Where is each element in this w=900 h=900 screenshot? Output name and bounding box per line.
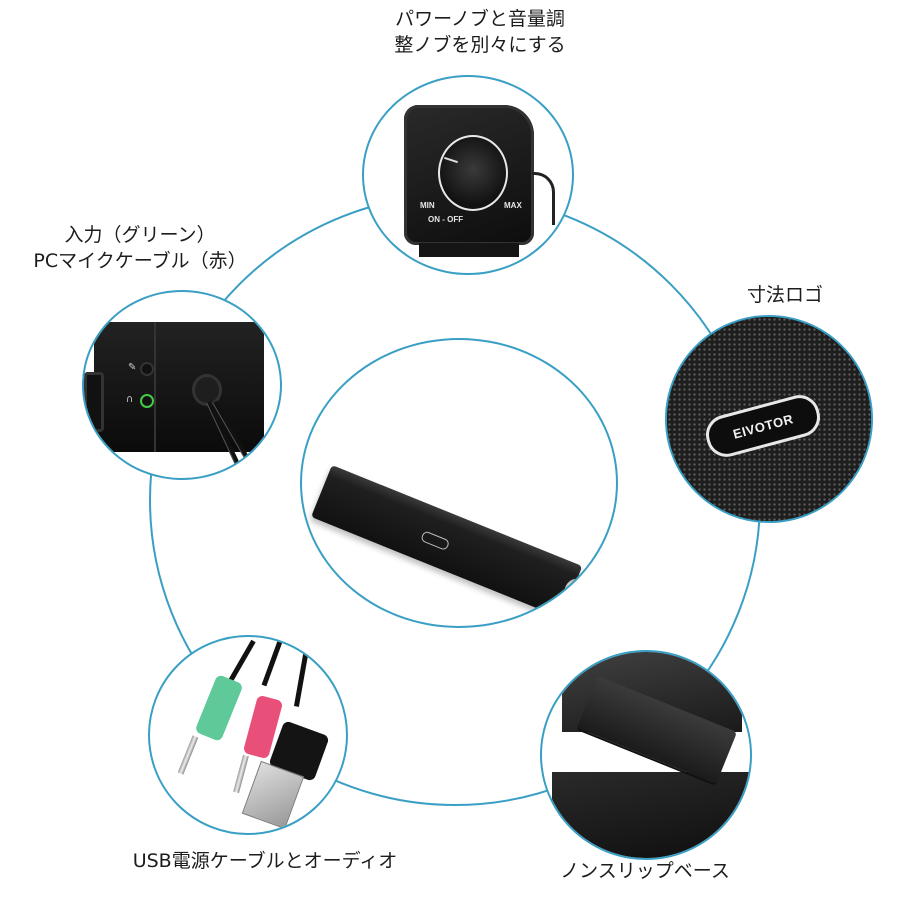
headphone-icon: ∩: [126, 394, 134, 405]
input-ports-label: 入力（グリーン） PCマイクケーブル（赤）: [20, 222, 260, 274]
cables-label: USB電源ケーブルとオーディオ: [132, 850, 398, 872]
soundbar-bubble: [300, 338, 618, 628]
microphone-icon: ✎: [128, 362, 137, 373]
ports-detail-bubble: ✎ ∩: [82, 290, 282, 480]
speaker-mesh: [667, 317, 871, 521]
logo-label: 寸法ロゴ: [746, 284, 823, 306]
pink-plug-pin: [233, 754, 249, 794]
non-slip-base-bubble: [540, 650, 752, 860]
knob-detail-bubble: MIN MAX ON - OFF: [362, 75, 574, 275]
green-plug-pin: [177, 735, 199, 775]
brand-logo-text: EIVOTOR: [731, 410, 795, 442]
volume-knob-icon: [438, 135, 508, 211]
non-slip-base-label: ノンスリップベース: [560, 860, 730, 882]
label-line-2: PCマイクケーブル（赤）: [33, 250, 247, 272]
cable-grommet-icon: [192, 374, 222, 406]
soundbar-logo-icon: [420, 530, 451, 552]
knob-end-icon: [84, 372, 104, 432]
max-label: MAX: [504, 201, 522, 210]
label-line-2: 整ノブを別々にする: [394, 34, 566, 56]
bar-lower-section: [552, 772, 750, 858]
power-volume-knob-label: パワーノブと音量調 整ノブを別々にする: [360, 6, 600, 58]
logo-detail-bubble: EIVOTOR: [665, 315, 873, 523]
cable-icon: [532, 172, 555, 225]
green-audio-plug-icon: [194, 674, 244, 742]
label-line-1: 入力（グリーン）: [64, 224, 216, 246]
knob-base: [419, 243, 519, 257]
min-label: MIN: [420, 201, 435, 210]
power-label: ON - OFF: [428, 215, 464, 224]
mic-jack-icon: [140, 362, 154, 376]
cables-detail-bubble: [148, 635, 348, 835]
headphone-jack-icon: [140, 394, 154, 408]
port-panel: ✎ ∩: [84, 322, 264, 478]
label-line-1: パワーノブと音量調: [395, 8, 565, 30]
knob-panel: MIN MAX ON - OFF: [404, 105, 534, 245]
